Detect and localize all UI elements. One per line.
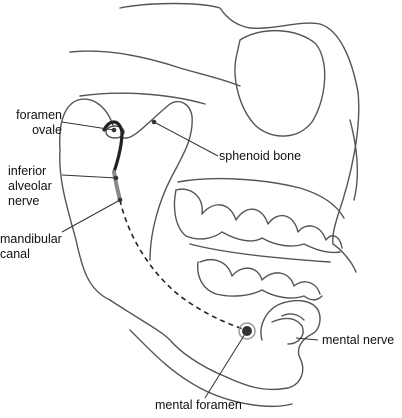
leader-mental-nerve — [295, 337, 319, 341]
label-inferior-alveolar-nerve: inferior alveolar nerve — [8, 164, 52, 209]
label-iax-line3: nerve — [8, 194, 40, 208]
leader-mandibular-canal — [61, 199, 121, 233]
leader-sphenoid — [153, 121, 219, 157]
inferior-alveolar-nerve-upper — [102, 120, 124, 174]
label-mc-line1: mandibular — [0, 232, 62, 246]
label-mandibular-canal: mandibular canal — [0, 232, 62, 262]
label-foramen-ovale-line2: ovale — [32, 123, 62, 137]
mandibular-canal-dashed — [119, 199, 247, 331]
mental-foramen-dot — [242, 326, 252, 336]
orbit-outline — [234, 30, 326, 137]
mandible-lower-border — [109, 299, 321, 391]
upper-teeth — [175, 188, 343, 249]
label-mental-nerve: mental nerve — [322, 333, 395, 347]
zygomatic-arch — [69, 50, 241, 87]
skull-outline — [119, 2, 360, 273]
leader-iax-nerve — [61, 174, 117, 179]
label-foramen-ovale: foramen ovale — [0, 108, 62, 138]
leader-foramen-ovale — [61, 121, 115, 131]
label-foramen-ovale-line1: foramen — [16, 108, 62, 122]
label-mental-foramen: mental foramen — [155, 398, 242, 412]
label-iax-line2: alveolar — [8, 179, 52, 193]
lower-teeth — [199, 258, 321, 295]
leader-mental-foramen — [204, 333, 246, 399]
label-mc-line2: canal — [0, 247, 30, 261]
label-iax-line1: inferior — [8, 164, 47, 178]
label-sphenoid-bone: sphenoid bone — [219, 149, 302, 163]
ramus-outline — [59, 98, 193, 261]
